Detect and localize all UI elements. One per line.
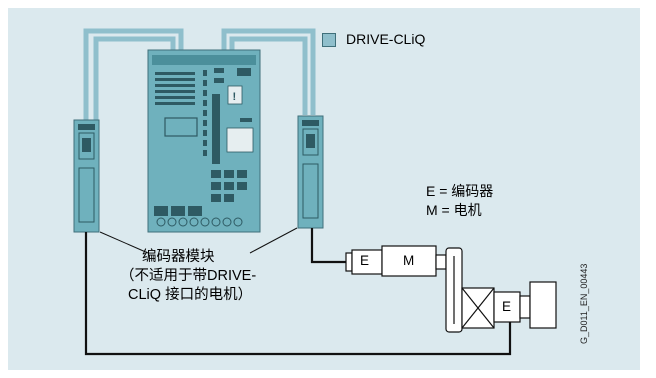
encoder-module-callout: 编码器模块 （不适用于带DRIVE- CLiQ 接口的电机） bbox=[120, 248, 256, 305]
document-id: G_D011_EN_00443 bbox=[579, 263, 589, 344]
gear-encoder-label: E bbox=[502, 299, 512, 314]
svg-text:!: ! bbox=[233, 91, 237, 103]
encoder-module-right bbox=[297, 115, 324, 229]
legend-label: DRIVE-CLiQ bbox=[346, 31, 426, 47]
key-encoder: E = 编码器 bbox=[426, 183, 494, 199]
belt-drive bbox=[435, 247, 463, 333]
abbreviation-key: E = 编码器 M = 电机 bbox=[426, 182, 493, 220]
callout-leaders bbox=[99, 227, 298, 254]
callout-line-1: 编码器模块 bbox=[142, 249, 215, 265]
callout-line-2: （不适用于带DRIVE- bbox=[120, 268, 257, 284]
encoder-cables bbox=[84, 228, 512, 356]
drive-cliq-cables bbox=[83, 28, 316, 120]
drive-unit: ! bbox=[147, 49, 261, 233]
motor-encoder-label: E bbox=[360, 253, 370, 268]
callout-line-3: CLiQ 接口的电机） bbox=[128, 287, 253, 303]
encoder-module-left bbox=[73, 119, 100, 233]
legend-swatch bbox=[322, 33, 336, 47]
key-motor: M = 电机 bbox=[426, 202, 482, 218]
gearbox-with-encoder bbox=[461, 281, 557, 329]
motor-with-encoder bbox=[345, 245, 437, 277]
motor-label: M bbox=[403, 253, 415, 268]
